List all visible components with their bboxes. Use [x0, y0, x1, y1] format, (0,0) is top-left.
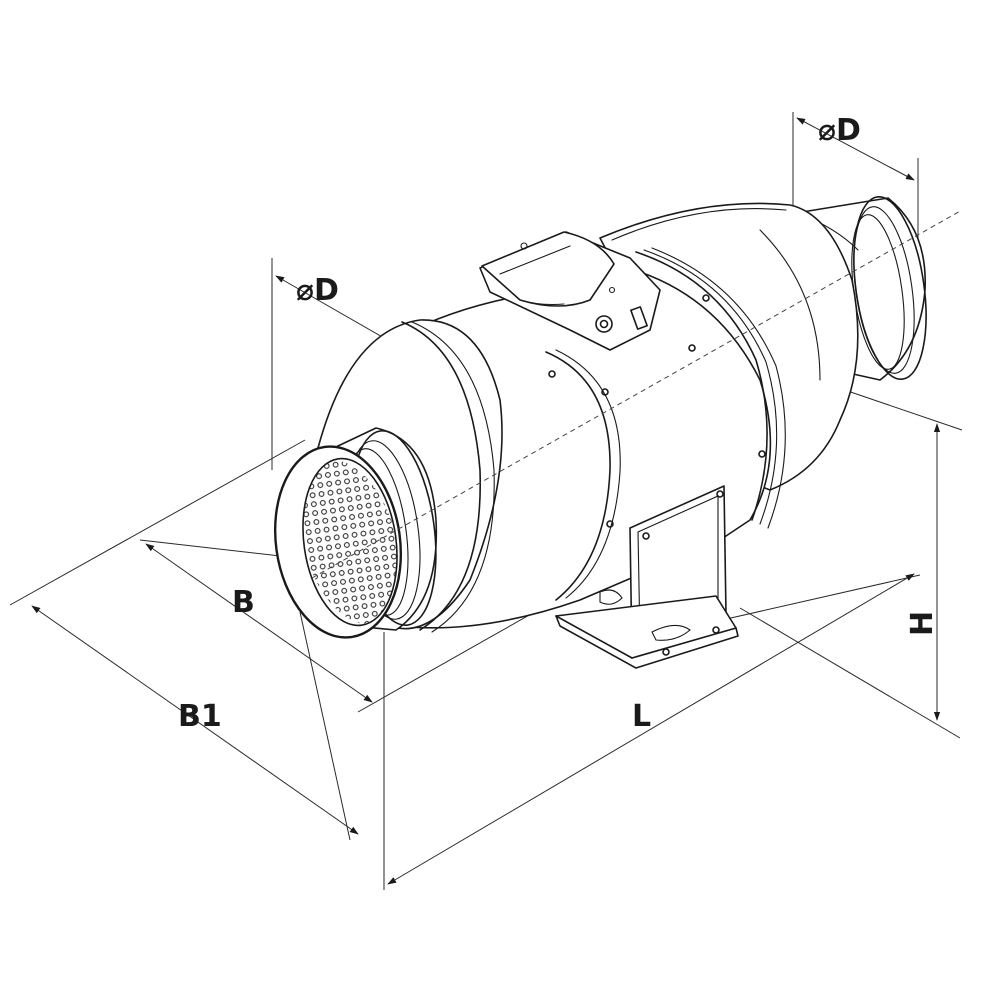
- center-axis: [311, 209, 963, 579]
- label-diameter-right: ⌀D: [818, 113, 861, 148]
- dimension-lines: [31, 117, 941, 885]
- label-b: B: [232, 585, 255, 620]
- terminal-box: [479, 231, 661, 351]
- label-l: L: [632, 699, 651, 734]
- mounting-bracket: [555, 485, 739, 669]
- label-b1: B1: [178, 699, 222, 734]
- inlet-grille: [273, 445, 403, 639]
- dimension-labels: ⌀D ⌀D B B1 L H: [178, 113, 940, 734]
- label-h: H: [905, 611, 940, 636]
- label-diameter-left: ⌀D: [296, 273, 339, 308]
